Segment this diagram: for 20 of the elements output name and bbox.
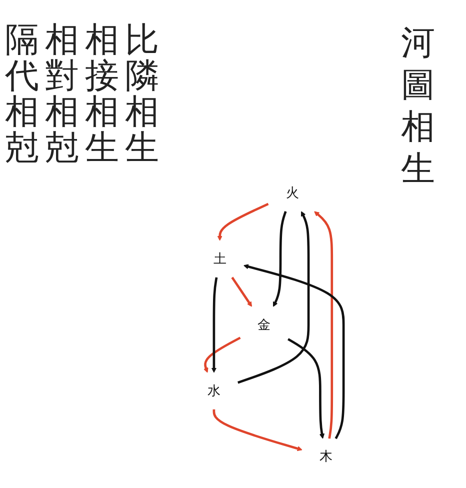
vertical-label: 比隣相生 <box>124 22 160 166</box>
node-text: 水 <box>208 384 220 398</box>
arrow <box>231 276 252 307</box>
vertical-label: 隔代相尅 <box>4 22 40 166</box>
arrow <box>244 264 345 440</box>
arrow <box>314 211 334 439</box>
arrow <box>217 202 269 241</box>
arrow <box>288 338 324 439</box>
vertical-label: 相接相生 <box>84 22 120 166</box>
node-text: 土 <box>213 252 226 266</box>
node-text: 木 <box>320 450 332 464</box>
arrow <box>203 336 241 373</box>
node-text: 金 <box>258 318 271 332</box>
vertical-label: 河圖相生 <box>400 22 436 190</box>
arrow <box>212 409 302 452</box>
arrow <box>273 211 287 307</box>
node-text: 火 <box>286 186 299 200</box>
vertical-label: 相對相尅 <box>44 22 80 166</box>
arrow <box>211 277 218 373</box>
arrow <box>238 211 310 384</box>
